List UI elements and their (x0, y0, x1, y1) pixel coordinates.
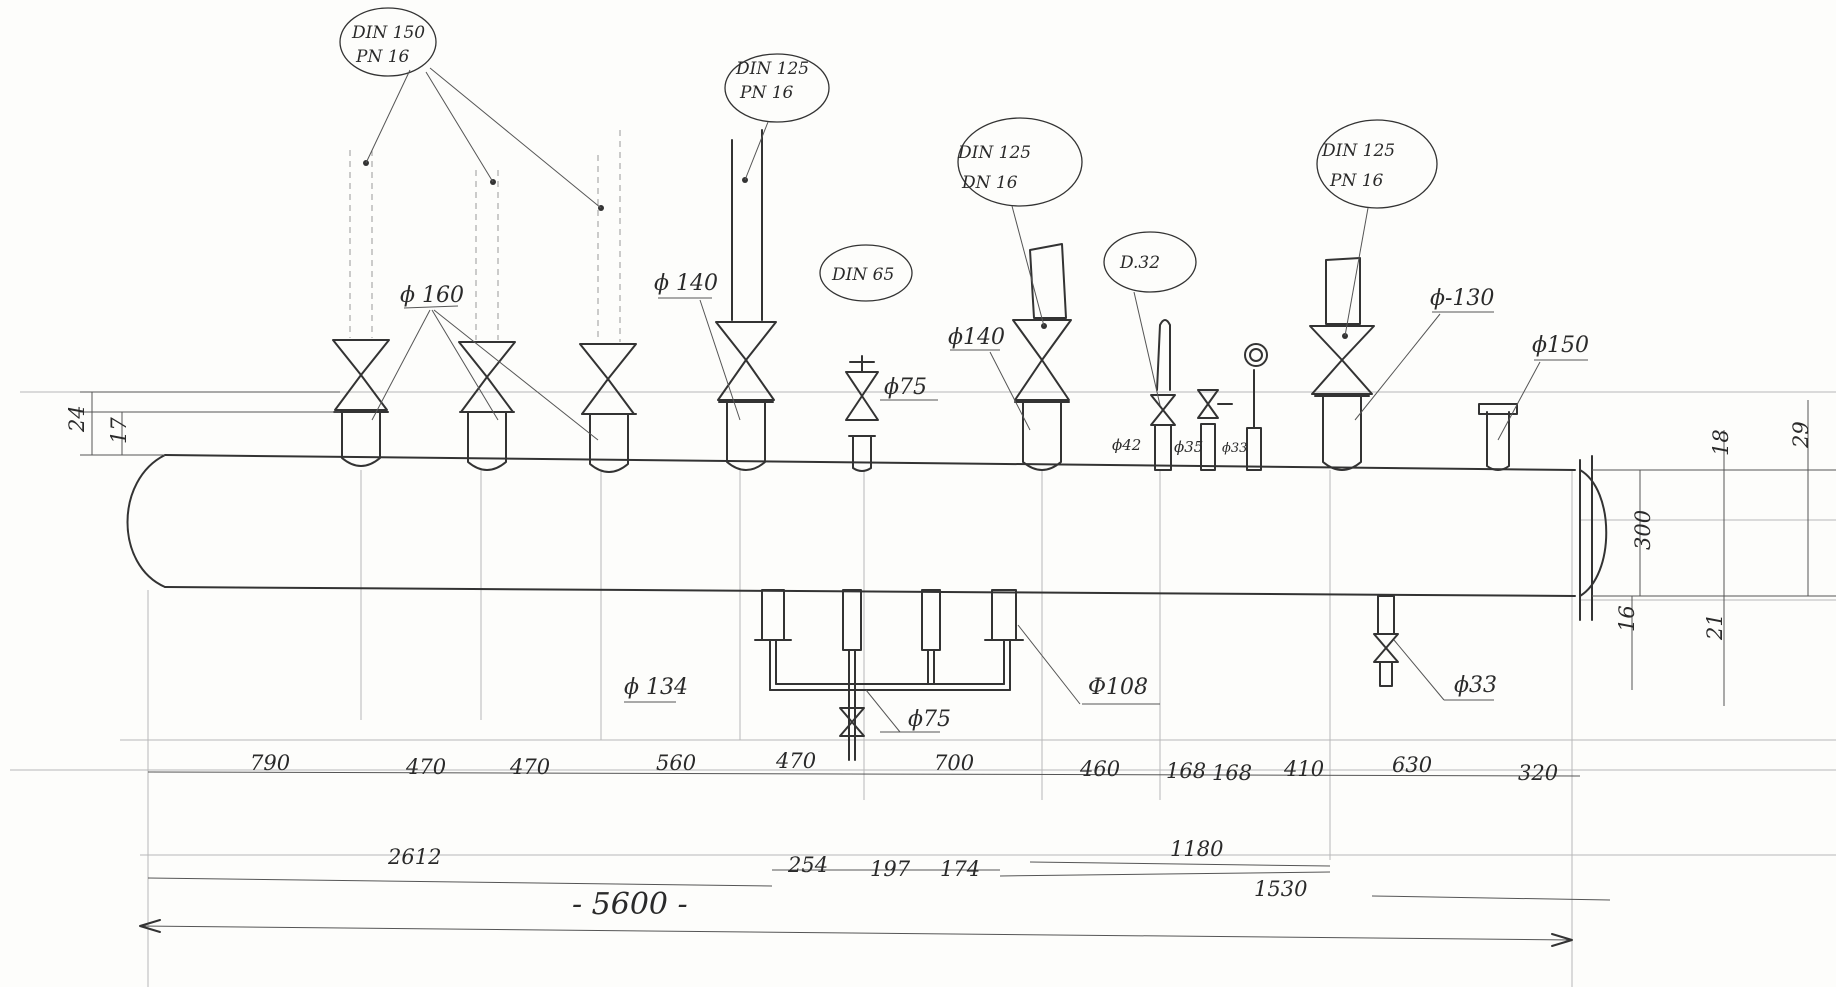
svg-text:DIN 65: DIN 65 (831, 265, 894, 285)
svg-text:DIN 125: DIN 125 (1321, 141, 1395, 161)
svg-text:- 5600 -: - 5600 - (572, 887, 688, 922)
svg-text:PN 16: PN 16 (1329, 171, 1384, 191)
svg-text:Φ108: Φ108 (1088, 675, 1148, 700)
nozzle-3 (579, 130, 637, 473)
svg-text:1180: 1180 (1170, 837, 1223, 861)
svg-text:470: 470 (405, 755, 446, 779)
bottom-nozzles (754, 589, 1399, 761)
svg-text:197: 197 (870, 857, 911, 881)
svg-text:DN 16: DN 16 (961, 173, 1018, 193)
svg-text:470: 470 (509, 755, 550, 779)
svg-text:2612: 2612 (387, 845, 441, 869)
svg-text:PN 16: PN 16 (739, 83, 794, 103)
nozzle-4 (715, 129, 777, 471)
svg-text:460: 460 (1079, 757, 1120, 781)
nozzle-7 (1150, 319, 1176, 471)
svg-text:790: 790 (250, 751, 290, 775)
nozzle-2 (458, 170, 516, 471)
svg-text:ϕ 160: ϕ 160 (400, 283, 464, 308)
svg-text:ϕ42: ϕ42 (1112, 436, 1141, 454)
svg-text:DIN 150: DIN 150 (351, 23, 425, 43)
nozzle-8 (1197, 389, 1233, 471)
svg-text:17: 17 (107, 417, 131, 444)
svg-text:24: 24 (65, 405, 89, 433)
svg-text:ϕ75: ϕ75 (908, 707, 951, 732)
callout-din125c: DIN 125 PN 16 (1316, 119, 1438, 337)
svg-text:168: 168 (1166, 759, 1206, 783)
callout-din150: DIN 150 PN 16 (339, 7, 602, 209)
svg-text:ϕ140: ϕ140 (948, 325, 1005, 350)
nozzle-1 (332, 150, 390, 467)
svg-text:29: 29 (1789, 421, 1813, 449)
construction-lines (10, 391, 1836, 987)
svg-text:ϕ 140: ϕ 140 (654, 271, 718, 296)
svg-text:16: 16 (1615, 605, 1639, 632)
callout-din125b: DIN 125 DN 16 (957, 117, 1083, 327)
svg-text:PN 16: PN 16 (355, 47, 410, 67)
svg-text:18: 18 (1709, 429, 1733, 456)
svg-text:ϕ75: ϕ75 (884, 375, 927, 400)
callout-din125a: DIN 125 PN 16 (724, 53, 830, 181)
diameter-labels: ϕ 160 ϕ 140 ϕ75 ϕ140 ϕ42 ϕ35 ϕ33 ϕ-130 ϕ… (371, 271, 1589, 733)
svg-text:254: 254 (787, 853, 828, 877)
svg-text:ϕ35: ϕ35 (1174, 438, 1203, 456)
callout-din65: DIN 65 (819, 244, 913, 302)
nozzle-5 (845, 355, 879, 472)
svg-text:168: 168 (1212, 761, 1252, 785)
svg-text:1530: 1530 (1254, 877, 1307, 901)
nozzle-9 (1244, 343, 1268, 471)
svg-text:DIN 125: DIN 125 (957, 143, 1031, 163)
svg-text:ϕ150: ϕ150 (1532, 333, 1589, 358)
svg-text:ϕ-130: ϕ-130 (1430, 286, 1494, 311)
svg-text:700: 700 (934, 751, 974, 775)
svg-text:ϕ33: ϕ33 (1222, 441, 1247, 456)
svg-text:21: 21 (1703, 613, 1727, 641)
svg-text:DIN 125: DIN 125 (735, 59, 809, 79)
bottom-dimension-row2: 2612 254 197 174 1180 1530 (147, 837, 1611, 901)
svg-text:470: 470 (775, 749, 816, 773)
svg-text:174: 174 (940, 857, 980, 881)
nozzle-11 (1478, 403, 1518, 471)
callout-d32: D.32 (1103, 231, 1197, 406)
svg-text:D.32: D.32 (1119, 253, 1160, 273)
right-dimensions: 300 18 29 16 21 (1592, 400, 1836, 706)
svg-text:630: 630 (1392, 753, 1432, 777)
nozzle-6 (1012, 243, 1072, 471)
svg-text:ϕ33: ϕ33 (1454, 673, 1497, 698)
svg-text:ϕ 134: ϕ 134 (624, 675, 688, 700)
bottom-dimension-row1: 790 470 470 560 470 700 460 168 168 410 … (147, 749, 1581, 785)
left-dimensions: 24 17 (65, 391, 340, 456)
overall-length-dimension: - 5600 - (139, 887, 1573, 947)
svg-text:410: 410 (1283, 757, 1324, 781)
svg-text:560: 560 (656, 751, 696, 775)
nozzle-10 (1309, 257, 1375, 471)
svg-text:320: 320 (1518, 761, 1558, 785)
svg-text:300: 300 (1631, 510, 1655, 550)
